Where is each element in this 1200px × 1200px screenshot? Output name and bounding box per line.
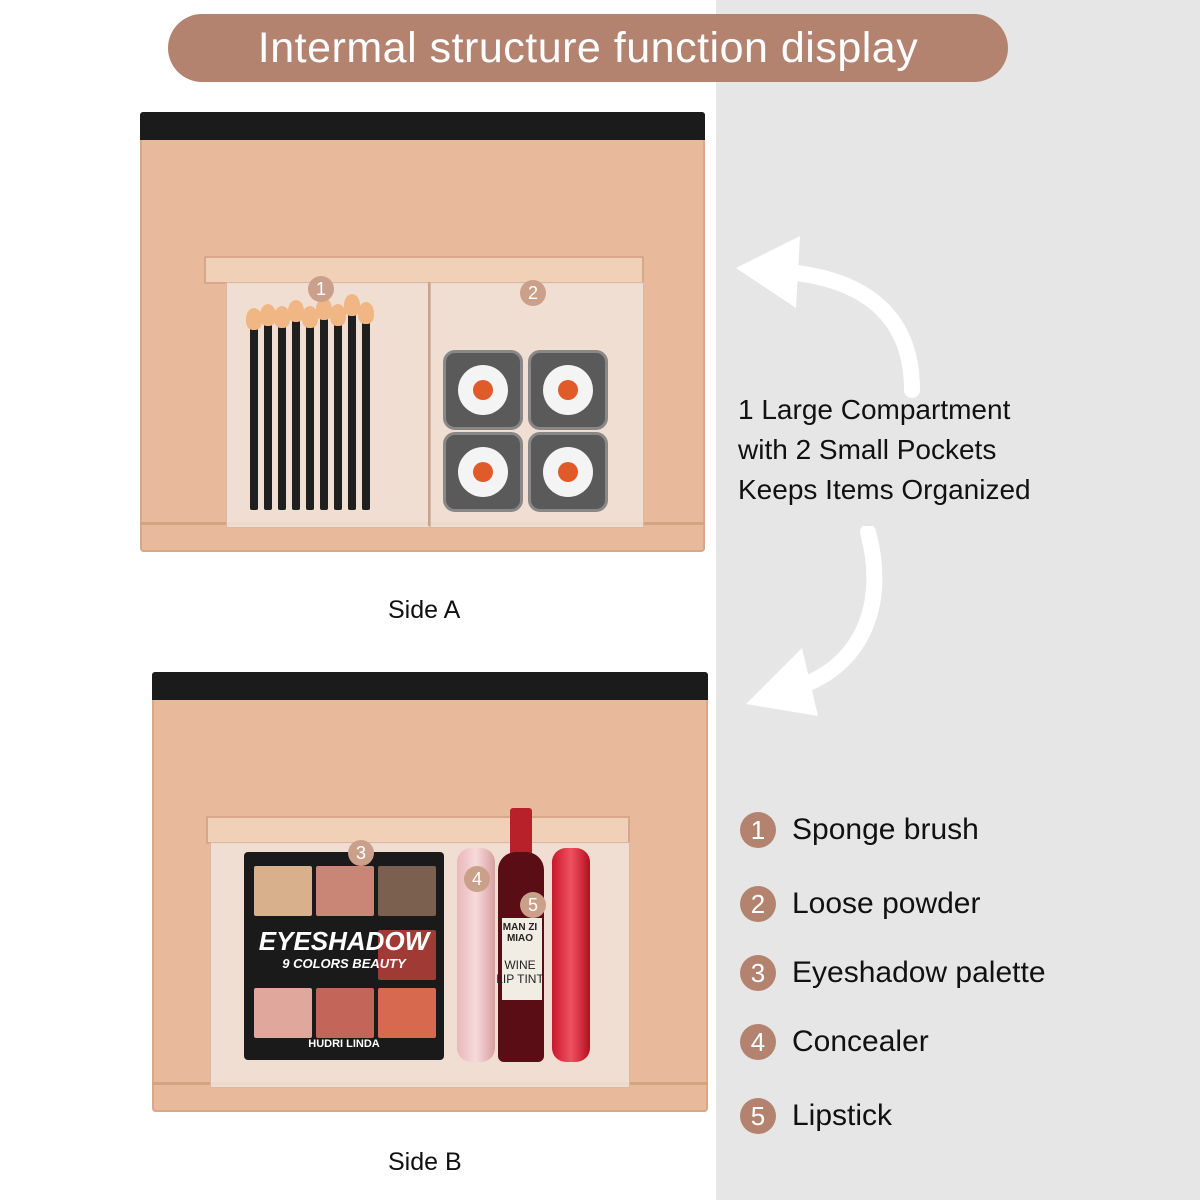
side-b-label: Side B: [388, 1148, 462, 1176]
legend-number: 5: [740, 1098, 776, 1134]
pocket-divider: [428, 282, 430, 526]
title-banner: Intermal structure function display: [168, 14, 1008, 82]
description-line-1: 1 Large Compartment: [738, 394, 1011, 425]
legend-label: Eyeshadow palette: [792, 956, 1046, 989]
legend-item-sponge-brush: 1 Sponge brush: [740, 812, 979, 848]
legend-label: Lipstick: [792, 1099, 893, 1132]
pocket-band: [206, 816, 630, 844]
pocket-number-2: 2: [520, 280, 546, 306]
legend-number: 3: [740, 955, 776, 991]
palette-subtitle: 9 COLORS BEAUTY: [282, 956, 406, 971]
zipper: [152, 672, 708, 700]
bag-side-a: [140, 112, 705, 552]
right-panel: [716, 0, 1200, 1200]
feature-description: 1 Large Compartment with 2 Small Pockets…: [738, 390, 1188, 510]
legend-item-loose-powder: 2 Loose powder: [740, 886, 980, 922]
description-line-3: Keeps Items Organized: [738, 474, 1031, 505]
bottle-brand: MAN ZI MIAO: [502, 922, 538, 944]
bottle-line2: LIP TINT: [496, 972, 544, 986]
description-line-2: with 2 Small Pockets: [738, 434, 997, 465]
legend-item-eyeshadow-palette: 3 Eyeshadow palette: [740, 955, 1046, 991]
pocket-number-1: 1: [308, 276, 334, 302]
legend-label: Sponge brush: [792, 813, 979, 846]
side-a-label: Side A: [388, 596, 461, 624]
legend-number: 4: [740, 1024, 776, 1060]
legend-label: Concealer: [792, 1025, 929, 1058]
palette-brand: HUDRI LINDA: [308, 1038, 380, 1050]
pocket-number-4: 4: [464, 866, 490, 892]
pocket-band: [204, 256, 644, 284]
palette-title: EYESHADOW: [258, 926, 430, 956]
bottle-line1: WINE: [504, 958, 536, 972]
eyeshadow-palette: EYESHADOW 9 COLORS BEAUTY HUDRI LINDA: [244, 852, 444, 1060]
lipstick-tube: [552, 848, 590, 1062]
zipper: [140, 112, 705, 140]
legend-item-lipstick: 5 Lipstick: [740, 1098, 892, 1134]
pocket-number-3: 3: [348, 840, 374, 866]
legend-number: 1: [740, 812, 776, 848]
legend-label: Loose powder: [792, 887, 981, 920]
pocket-number-5: 5: [520, 892, 546, 918]
legend-item-concealer: 4 Concealer: [740, 1024, 929, 1060]
legend-number: 2: [740, 886, 776, 922]
